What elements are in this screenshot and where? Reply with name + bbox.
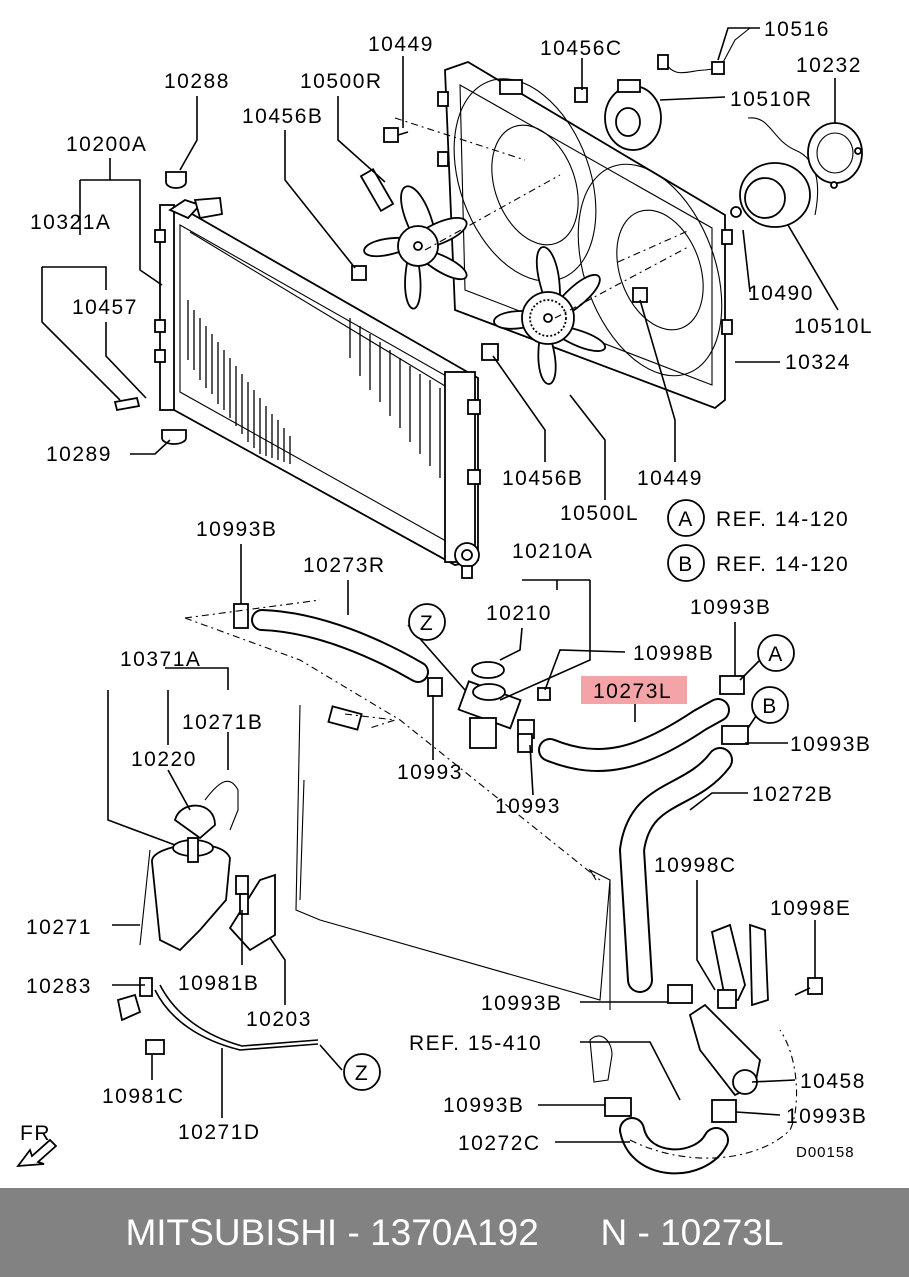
hose-10271d <box>116 977 319 1055</box>
label-10321a: 10321A <box>30 211 111 234</box>
hose-10272c <box>619 1117 729 1175</box>
label-10210a: 10210A <box>512 540 593 563</box>
lower-pipe-assembly <box>589 923 823 1123</box>
hose-10273l <box>538 675 749 772</box>
label-10273l: 10273L <box>593 680 672 703</box>
wire-harness <box>657 27 751 75</box>
label-10371a: 10371A <box>120 648 201 671</box>
thermostat-housing <box>427 661 551 753</box>
label-10993b-4: 10993B <box>481 992 562 1015</box>
callout-z-letter: Z <box>420 612 434 635</box>
reference-lines <box>184 117 691 881</box>
label-10273r: 10273R <box>303 554 386 577</box>
footer-bar: MITSUBISHI - 1370A192 N - 10273L <box>0 1188 909 1277</box>
callout-a-letter: A <box>678 508 694 531</box>
label-10516: 10516 <box>764 18 830 41</box>
leader-lines <box>41 27 839 1143</box>
label-10289: 10289 <box>46 443 112 466</box>
label-10993b-2: 10993B <box>690 596 771 619</box>
label-10993b-3: 10993B <box>790 733 871 756</box>
callout-b-letter: B <box>678 553 694 576</box>
footer-part-number: MITSUBISHI - 1370A192 N - 10273L <box>125 1211 784 1253</box>
callout-a-ref: REF. 14-120 <box>716 508 849 531</box>
label-d00158: D00158 <box>796 1144 855 1161</box>
label-10998c: 10998C <box>654 854 737 877</box>
part-labels: 10516 10449 10456C 10232 10288 10500R 10… <box>26 18 873 1161</box>
fan-right <box>493 246 607 385</box>
radiator-core-fins <box>187 300 441 478</box>
label-10203: 10203 <box>246 1008 312 1031</box>
label-10993b-5: 10993B <box>443 1094 524 1117</box>
label-10220: 10220 <box>131 748 197 771</box>
label-10200a: 10200A <box>66 133 147 156</box>
front-direction-indicator: FR <box>16 1122 58 1168</box>
fan-motor-left <box>739 117 819 228</box>
label-10998b: 10998B <box>633 642 714 665</box>
label-10272c: 10272C <box>458 1132 541 1155</box>
label-fr: FR <box>20 1122 51 1145</box>
label-10457: 10457 <box>72 296 138 319</box>
label-10271d: 10271D <box>178 1121 261 1144</box>
label-10490: 10490 <box>748 282 814 305</box>
label-10272b: 10272B <box>752 783 833 806</box>
label-10449-top: 10449 <box>368 33 434 56</box>
label-10993b-6: 10993B <box>786 1105 867 1128</box>
parts-diagram: A REF. 14-120 B REF. 14-120 Z A B Z 1051… <box>16 18 873 1175</box>
fan-left <box>359 167 468 310</box>
label-10456b-top: 10456B <box>242 105 323 128</box>
callout-b-ref: REF. 14-120 <box>716 553 849 576</box>
radiator <box>154 197 481 579</box>
engine-outline <box>295 704 611 1010</box>
hose-10273r <box>233 603 429 683</box>
label-10210: 10210 <box>486 602 552 625</box>
bolts-top <box>113 87 742 445</box>
label-10981b: 10981B <box>178 972 259 995</box>
label-10324: 10324 <box>785 351 851 374</box>
front-arrow-icon <box>16 1138 58 1168</box>
reservoir-tank <box>139 780 239 952</box>
label-10993-1: 10993 <box>397 761 463 784</box>
label-10993-2: 10993 <box>495 795 561 818</box>
label-10458: 10458 <box>800 1070 866 1093</box>
motor-gasket <box>807 122 863 189</box>
callout-b2-letter: B <box>762 695 778 718</box>
label-10510r: 10510R <box>730 88 813 111</box>
label-ref-15-410: REF. 15-410 <box>409 1032 542 1055</box>
label-10981c: 10981C <box>102 1085 185 1108</box>
label-10283: 10283 <box>26 975 92 998</box>
label-10993b-1: 10993B <box>196 518 277 541</box>
fan-shroud <box>437 61 733 410</box>
label-10449-bottom: 10449 <box>637 467 703 490</box>
label-10288: 10288 <box>164 70 230 93</box>
callout-circles <box>343 499 795 1091</box>
label-10456c: 10456C <box>540 37 623 60</box>
label-10998e: 10998E <box>770 897 851 920</box>
label-10232: 10232 <box>796 54 862 77</box>
label-10500l: 10500L <box>560 502 639 525</box>
label-10500r: 10500R <box>300 70 383 93</box>
fan-motor-right <box>604 79 662 151</box>
highlight-box <box>581 676 687 704</box>
label-10271b: 10271B <box>182 711 263 734</box>
callout-z2-letter: Z <box>355 1062 369 1085</box>
label-10271: 10271 <box>26 916 92 939</box>
ref-outline-dashed <box>629 1029 798 1159</box>
hose-small-left <box>327 705 363 731</box>
label-10510l: 10510L <box>794 315 873 338</box>
callout-a2-letter: A <box>768 643 784 666</box>
reservoir-bracket <box>228 873 276 952</box>
label-10456b-bottom: 10456B <box>502 467 583 490</box>
hose-10272b <box>618 747 733 993</box>
